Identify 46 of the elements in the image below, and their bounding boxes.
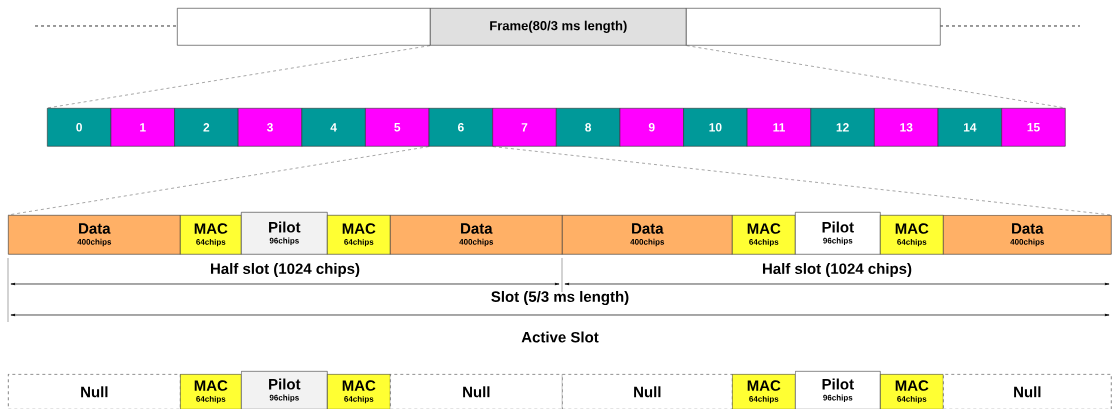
mac-box: MAC 64chips xyxy=(732,215,796,255)
pilot-box: Pilot 96chips xyxy=(795,371,881,409)
mac-box: MAC 64chips xyxy=(180,374,242,409)
mac-box: MAC 64chips xyxy=(880,215,944,255)
mac-box: MAC 64chips xyxy=(327,215,391,255)
slot-box: 12 xyxy=(810,108,875,147)
slot-box: 13 xyxy=(874,108,939,147)
data-box: Data 400chips xyxy=(562,215,733,255)
null-box: Null xyxy=(562,374,733,409)
pilot-box: Pilot 96chips xyxy=(795,212,881,255)
slot-box: 11 xyxy=(746,108,812,147)
data-box: Data 400chips xyxy=(8,215,181,255)
slot-box: 8 xyxy=(556,108,621,147)
mac-box: MAC 64chips xyxy=(180,215,242,255)
slot-box: 9 xyxy=(619,108,684,147)
expansion-line xyxy=(7,146,429,216)
frame-box xyxy=(686,8,941,46)
mac-box: MAC 64chips xyxy=(880,374,944,409)
slot-box: 5 xyxy=(365,108,430,147)
slot-box: 6 xyxy=(428,108,493,147)
data-box: Data 400chips xyxy=(390,215,563,255)
expansion-line xyxy=(686,45,1066,109)
slot-box: 1 xyxy=(110,108,175,147)
pilot-box: Pilot 96chips xyxy=(241,371,328,409)
data-box: Data 400chips xyxy=(943,215,1112,255)
expansion-line xyxy=(46,45,431,109)
dimension-label: Slot (5/3 ms length) xyxy=(491,290,629,305)
slot-box: 14 xyxy=(937,108,1002,147)
row-label: Active Slot xyxy=(521,331,599,343)
slot-box: 10 xyxy=(683,108,748,147)
frame-box: Frame(80/3 ms length) xyxy=(430,8,687,46)
null-box: Null xyxy=(943,374,1112,409)
mac-box: MAC 64chips xyxy=(327,374,391,409)
slot-box: 0 xyxy=(47,108,112,147)
null-box: Null xyxy=(8,374,181,409)
slot-box: 3 xyxy=(237,108,303,147)
slot-box: 7 xyxy=(492,108,557,147)
dimension-label: Half slot (1024 chips) xyxy=(763,263,912,277)
slot-box: 15 xyxy=(1001,108,1066,147)
mac-box: MAC 64chips xyxy=(732,374,796,409)
slot-box: 4 xyxy=(301,108,366,147)
slot-box: 2 xyxy=(174,108,239,147)
frame-box xyxy=(177,8,431,46)
null-box: Null xyxy=(390,374,563,409)
pilot-box: Pilot 96chips xyxy=(241,212,328,255)
dimension-label: Half slot (1024 chips) xyxy=(211,263,360,277)
